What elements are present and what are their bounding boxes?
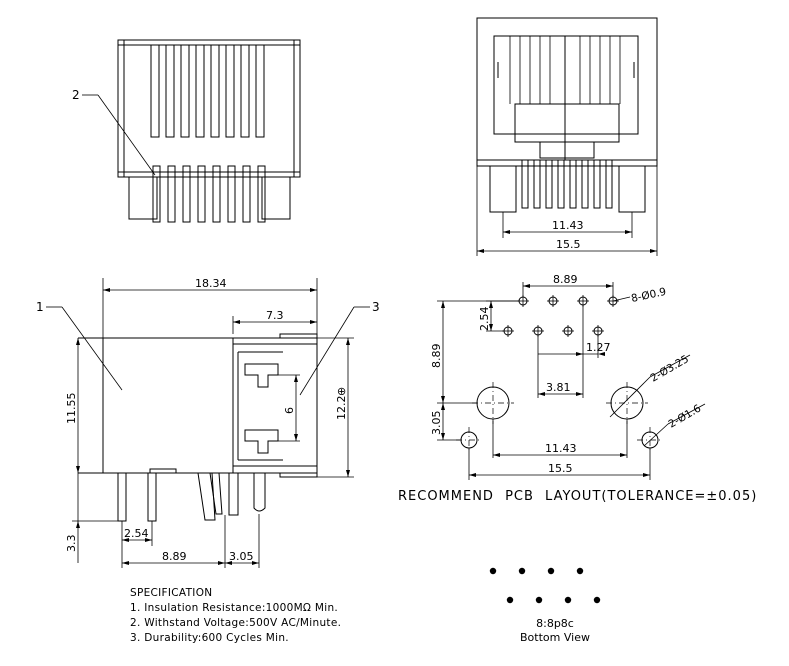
rear-slots bbox=[150, 44, 265, 138]
side-dim-body-height: 11.55 bbox=[65, 393, 78, 425]
signal-holes bbox=[503, 296, 618, 336]
side-dim-front-offset: 7.3 bbox=[266, 309, 284, 322]
pcb-dim-pitch-v: 2.54 bbox=[478, 307, 491, 332]
pcb-dim-small-holes: 2-Ø1.6 bbox=[667, 402, 704, 430]
side-dim-pin-length: 3.3 bbox=[65, 535, 78, 553]
pcb-dim-row-span: 8.89 bbox=[553, 273, 578, 286]
pcb-dim-signal-holes: 8-Ø0.9 bbox=[630, 286, 667, 305]
rear-view: 2 bbox=[72, 39, 301, 223]
specification-heading: SPECIFICATION bbox=[130, 587, 213, 599]
height-symbol: ⊕ bbox=[335, 387, 348, 396]
side-dim-overall-height: 12.2 bbox=[335, 396, 348, 421]
pcb-dim-post-span: 11.43 bbox=[545, 442, 577, 455]
callout-3: 3 bbox=[372, 300, 380, 314]
bottom-view-caption: 8:8p8c Bottom View bbox=[480, 617, 630, 645]
front-dim-overall-width: 15.5 bbox=[556, 238, 581, 251]
side-dim-overall-length: 18.34 bbox=[195, 277, 227, 290]
front-pins bbox=[521, 159, 613, 209]
pcb-dim-total-height: 8.89 bbox=[430, 344, 443, 369]
side-dim-window-height: 6 bbox=[283, 407, 296, 414]
pcb-dim-large-holes: 2-Ø3.25 bbox=[649, 353, 691, 384]
bottom-view-code: 8:8p8c bbox=[536, 617, 574, 630]
specification-item-2: 2. Withstand Voltage:500V AC/Minute. bbox=[130, 617, 342, 629]
bottom-view-pins bbox=[489, 567, 601, 604]
specification-item-3: 3. Durability:600 Cycles Min. bbox=[130, 632, 289, 644]
callout-2: 2 bbox=[72, 88, 80, 102]
front-dim-post-span: 11.43 bbox=[552, 219, 584, 232]
side-dim-pin-span: 8.89 bbox=[162, 550, 187, 563]
front-contacts bbox=[509, 36, 621, 104]
bottom-view-label: Bottom View bbox=[520, 631, 590, 644]
pcb-layout: 8.89 2.54 8-Ø0.9 8.89 1.27 3.81 2-Ø3.25 bbox=[430, 273, 706, 480]
pcb-dim-overall: 15.5 bbox=[548, 462, 573, 475]
pcb-dim-hole-offset: 3.81 bbox=[546, 381, 571, 394]
pcb-dim-pitch-h: 1.27 bbox=[586, 341, 611, 354]
pcb-dim-post-height: 3.05 bbox=[430, 411, 443, 436]
rear-pins bbox=[152, 165, 266, 223]
pcb-layout-title: RECOMMEND PCB LAYOUT(TOLERANCE=±0.05) bbox=[398, 489, 758, 504]
specification-block: SPECIFICATION 1. Insulation Resistance:1… bbox=[130, 586, 341, 646]
specification-item-1: 1. Insulation Resistance:1000MΩ Min. bbox=[130, 602, 339, 614]
front-view: 11.43 15.5 bbox=[476, 17, 658, 256]
side-dim-post-offset: 3.05 bbox=[229, 550, 254, 563]
side-dim-pin-pitch: 2.54 bbox=[124, 527, 149, 540]
callout-1: 1 bbox=[36, 300, 44, 314]
side-view: 18.34 7.3 11.55 12.2 ⊕ 6 3.3 2.54 8.89 bbox=[36, 277, 380, 568]
